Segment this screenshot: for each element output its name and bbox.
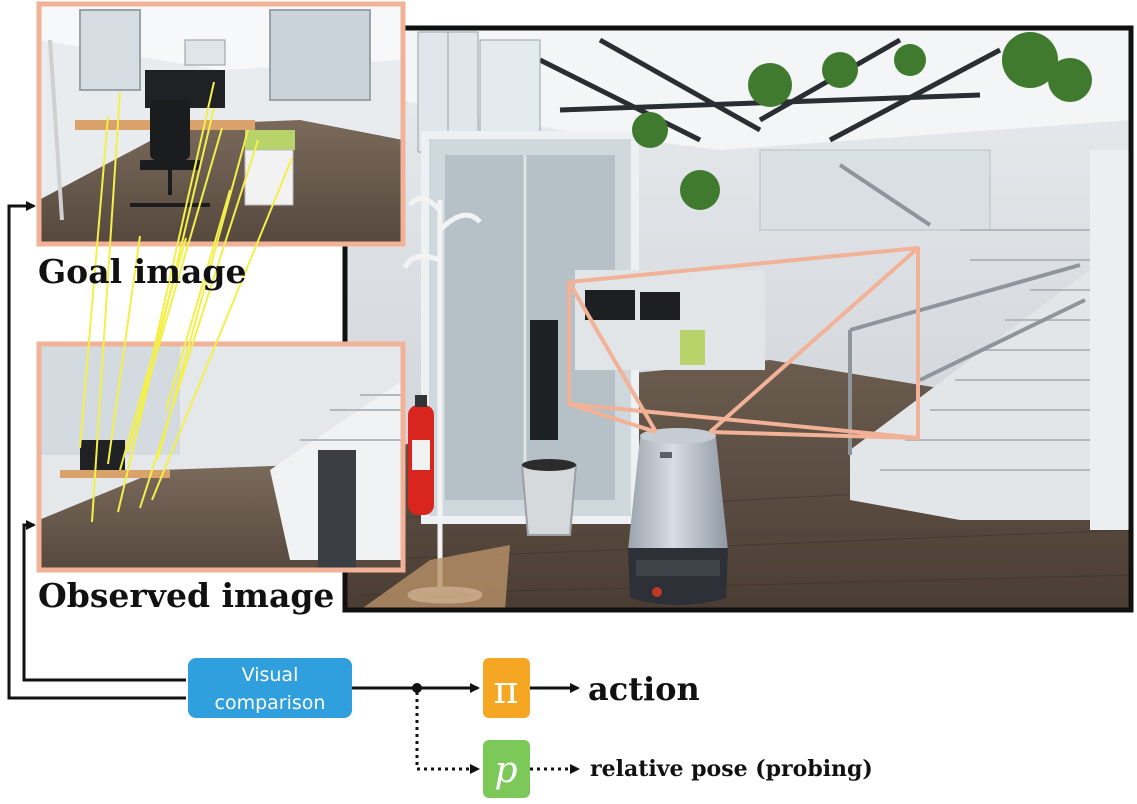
fire-extinguisher-icon [408, 395, 434, 515]
visual-comparison-label-line1: Visual [242, 664, 299, 686]
flipchart-stand [48, 39, 64, 221]
trash-bin-icon [520, 459, 578, 536]
observed-image-label: Observed image [38, 576, 334, 615]
visual-comparison-label-line2: comparison [215, 692, 326, 714]
probe-box: p [483, 740, 530, 798]
observed-image [36, 341, 406, 573]
relative-pose-label: relative pose (probing) [590, 756, 873, 782]
hanging-plants [632, 32, 1092, 210]
correspondence-lines [79, 81, 293, 523]
staircase [838, 150, 1131, 530]
back-office [575, 270, 765, 370]
action-label: action [588, 670, 700, 708]
main-scene-border [342, 25, 1134, 613]
visual-comparison-box: Visual comparison [188, 658, 352, 718]
feedback-arrows [7, 201, 186, 700]
branch-node [412, 683, 422, 693]
goal-image-border [36, 1, 406, 247]
cardboard-box [360, 545, 510, 610]
robot-icon [628, 428, 728, 605]
office-chair-icon [130, 100, 210, 207]
goal-image [36, 1, 406, 247]
main-scene-photo [342, 25, 1134, 613]
goal-image-label: Goal image [38, 252, 247, 291]
camera-frustum [567, 246, 920, 440]
p-symbol: p [494, 750, 517, 791]
policy-box: π [483, 658, 530, 718]
pi-symbol: π [494, 668, 519, 712]
observed-image-border [36, 341, 406, 573]
flow-to-probe [415, 692, 480, 774]
